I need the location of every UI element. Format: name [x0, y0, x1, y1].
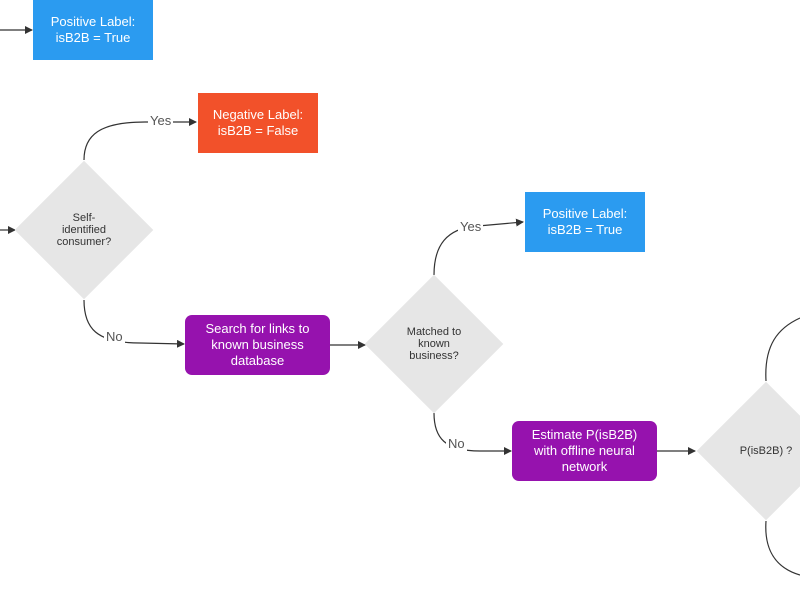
positive-label-top: Positive Label: isB2B = True [33, 0, 153, 60]
positive-label-mid: Positive Label: isB2B = True [525, 192, 645, 252]
connector-no-search [83, 299, 185, 348]
connector-yes-negative [83, 118, 197, 161]
search-business-database-step: Search for links to known business datab… [185, 315, 330, 375]
connector-p-upper [765, 317, 800, 382]
negative-label: Negative Label: isB2B = False [198, 93, 318, 153]
p-isb2b-decision-text: P(isB2B) ? [739, 445, 793, 457]
edge-label-no-estimate: No [446, 436, 467, 451]
edge-label-yes-negative: Yes [148, 113, 174, 128]
edge-label-no-search: No [104, 329, 125, 344]
connector-p-lower [765, 520, 800, 576]
estimate-neural-network-step: Estimate P(isB2B) with offline neural ne… [512, 421, 657, 481]
edge-label-yes-positive: Yes [458, 219, 484, 234]
self-identified-decision-text: Self- identified consumer? [56, 212, 112, 248]
matched-business-decision-text: Matched to known business? [406, 326, 462, 362]
